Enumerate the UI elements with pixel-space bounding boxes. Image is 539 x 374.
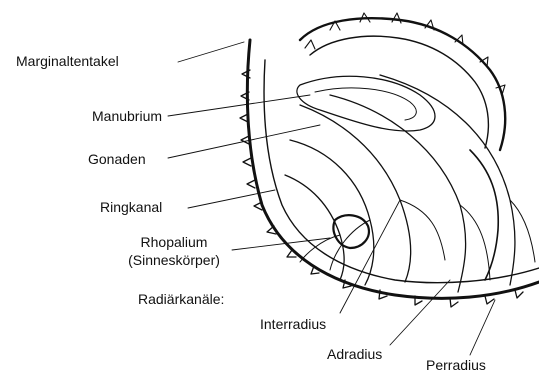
label-marginaltentakel: Marginaltentakel xyxy=(16,53,119,69)
radial-canal-1 xyxy=(300,105,411,282)
leader-adradius xyxy=(390,280,450,345)
radial-canal-5 xyxy=(285,175,344,280)
leader-marginaltentakel xyxy=(178,42,244,62)
label-radiarkanale: Radiärkanäle: xyxy=(138,291,224,307)
label-rhopalium-line2: (Sinneskörper) xyxy=(118,252,230,268)
gonad-inner xyxy=(315,88,416,120)
label-perradius: Perradius xyxy=(426,357,486,373)
label-rhopalium-line1: Rhopalium xyxy=(118,234,230,250)
label-manubrium: Manubrium xyxy=(92,108,162,124)
stomach-wall xyxy=(470,150,498,280)
leader-perradius xyxy=(470,300,495,355)
ring-canal xyxy=(264,60,539,283)
label-adradius: Adradius xyxy=(327,346,382,362)
gonads xyxy=(297,76,435,131)
label-ringkanal: Ringkanal xyxy=(100,199,162,215)
leader-interradius xyxy=(340,200,400,313)
label-rhopalium: Rhopalium (Sinneskörper) xyxy=(118,234,230,268)
marginal-fringe xyxy=(240,70,523,307)
label-interradius: Interradius xyxy=(260,316,326,332)
canal-branches xyxy=(300,200,535,280)
leader-manubrium xyxy=(168,95,310,116)
label-gonaden: Gonaden xyxy=(88,151,146,167)
